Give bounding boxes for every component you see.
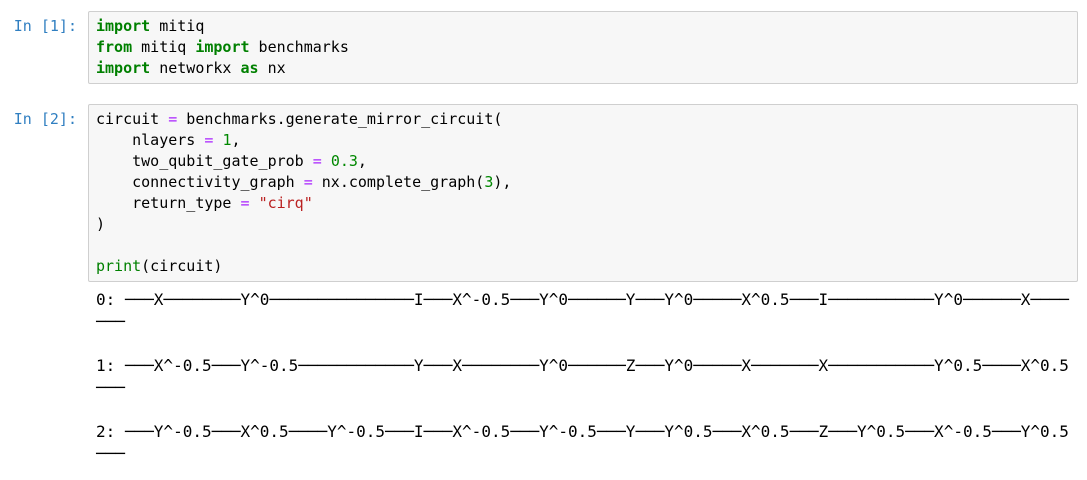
code-line: import mitiq [96,17,205,35]
cell-2-main: circuit = benchmarks.generate_mirror_cir… [88,104,1078,465]
circuit-output-line: ─── [96,444,125,463]
code-line: nlayers = 1, [96,131,241,149]
code-line: import networkx as nx [96,59,286,77]
code-line: print(circuit) [96,257,223,275]
circuit-output-line [96,333,1078,355]
cell-1-code-editor[interactable]: import mitiq from mitiq import benchmarks… [88,11,1078,84]
cell-2-input-prompt: In [2]: [13,110,77,128]
cell-1-input-prompt: In [1]: [13,17,77,35]
code-cell-2: In [2]: circuit = benchmarks.generate_mi… [0,104,1087,465]
code-line: two_qubit_gate_prob = 0.3, [96,152,367,170]
circuit-output-line: 0: ───X────────Y^0───────────────I───X^-… [96,290,1069,309]
cell-2-output-circuit-diagram: 0: ───X────────Y^0───────────────I───X^-… [88,282,1078,465]
circuit-output-line: 2: ───Y^-0.5───X^0.5────Y^-0.5───I───X^-… [96,422,1069,441]
cell-1-main: import mitiq from mitiq import benchmarks… [88,11,1078,84]
code-line: ) [96,215,106,233]
code-cell-1: In [1]: import mitiq from mitiq import be… [0,11,1087,84]
notebook: In [1]: import mitiq from mitiq import be… [0,11,1087,465]
code-line: from mitiq import benchmarks [96,38,349,56]
code-line [96,235,1070,256]
code-line: return_type = "cirq" [96,194,313,212]
code-line: connectivity_graph = nx.complete_graph(3… [96,173,512,191]
code-line: circuit = benchmarks.generate_mirror_cir… [96,110,503,128]
circuit-output-line [96,399,1078,421]
circuit-output-line: 1: ───X^-0.5───Y^-0.5────────────Y───X──… [96,356,1069,375]
cell-2-code-editor[interactable]: circuit = benchmarks.generate_mirror_cir… [88,104,1078,282]
circuit-output-line: ─── [96,312,125,331]
circuit-output-line: ─── [96,378,125,397]
